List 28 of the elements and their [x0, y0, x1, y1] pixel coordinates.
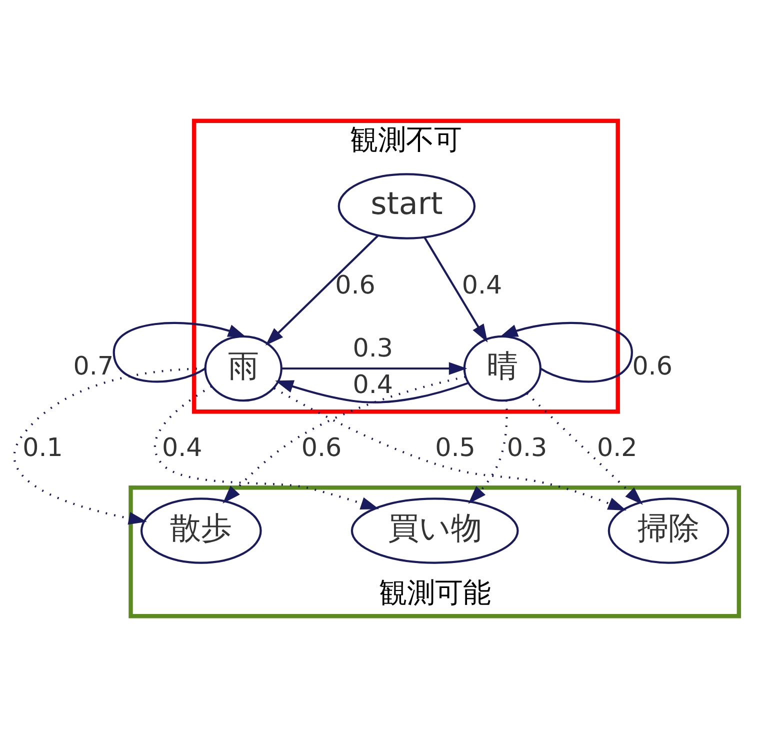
edge-label: 0.3 [506, 431, 548, 462]
edge-label: 0.7 [73, 350, 114, 380]
arrow [282, 362, 468, 374]
arrow [222, 375, 466, 504]
arrow [265, 234, 379, 345]
arrow [526, 392, 643, 504]
edge-label: 0.1 [22, 431, 63, 462]
edge-label: 0.4 [352, 368, 394, 398]
node-ellipse: start [338, 172, 476, 239]
edge-label: 0.2 [597, 431, 638, 462]
arrow [468, 400, 508, 504]
arrow [13, 367, 206, 524]
edge-label: 0.4 [462, 269, 502, 300]
arrow [424, 236, 488, 342]
edge-label: 0.5 [435, 431, 476, 462]
edge-label: 0.4 [162, 431, 202, 462]
node-ellipse: 雨 [204, 334, 282, 402]
arrow [274, 386, 626, 510]
edge-label: 0.6 [301, 431, 342, 462]
arrow [154, 385, 380, 509]
node-ellipse: 散歩 [140, 497, 262, 564]
node-ellipse: 晴 [463, 334, 542, 402]
edge-label: 0.6 [632, 350, 672, 380]
edge-label: 0.6 [335, 269, 376, 300]
edge-label: 0.3 [352, 332, 394, 362]
arrow [499, 321, 633, 382]
arrow [112, 321, 246, 382]
arrow [275, 380, 468, 403]
